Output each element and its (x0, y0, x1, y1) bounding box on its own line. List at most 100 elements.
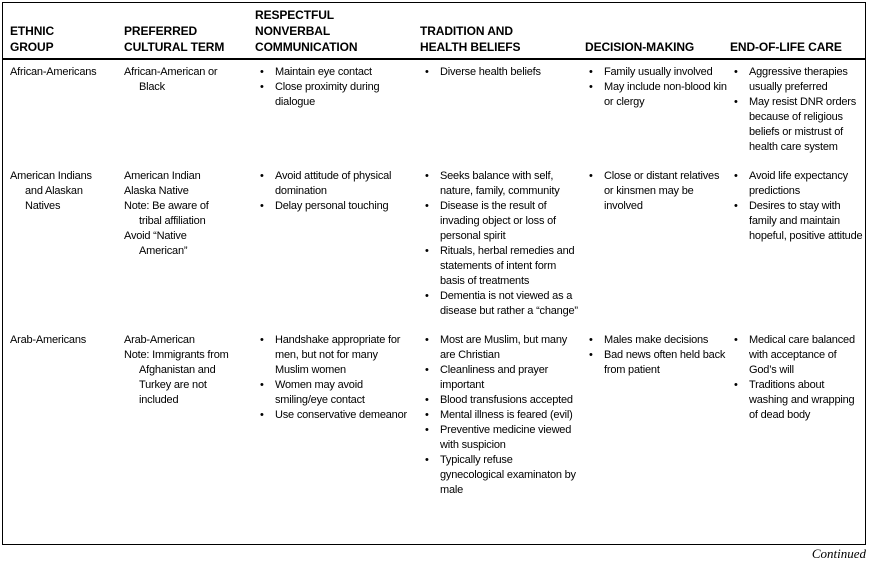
bullet-icon: • (425, 245, 429, 257)
bullet-item: • Handshake appropriate for men, but not … (260, 333, 413, 378)
table-row-american-indians-alaskan-natives: American Indians and Alaskan Natives Amer… (3, 169, 865, 319)
cell-ethnic-group: African-Americans (3, 65, 122, 155)
column-header-respectful-nonverbal-communication: RESPECTFUL NONVERBAL COMMUNICATION (255, 8, 358, 54)
bullet-icon: • (734, 334, 738, 346)
text-line: African-Americans (10, 66, 97, 78)
bullet-icon: • (589, 334, 593, 346)
text-line: Note: Be aware of tribal affiliation (124, 200, 209, 227)
bullet-icon: • (260, 334, 264, 346)
cell-nonverbal-communication: •Avoid attitude of physical domination• D… (254, 169, 419, 319)
table-header: ETHNIC GROUP PREFERRED CULTURAL TERM RES… (3, 3, 865, 60)
bullet-item: • Seeks balance with self, nature, family… (425, 169, 578, 199)
bullet-text: Disease is the result of invading object… (440, 200, 556, 242)
cell-nonverbal-communication: • Handshake appropriate for men, but not … (254, 333, 419, 498)
cell-health-beliefs: • Most are Muslim, but many are Christian… (419, 333, 584, 498)
bullet-text: Traditions about washing and wrapping of… (749, 379, 855, 421)
bullet-text: Delay personal touching (275, 200, 389, 212)
bullet-icon: • (425, 409, 429, 421)
bullet-icon: • (425, 394, 429, 406)
bullet-item: • Blood transfusions accepted (425, 393, 578, 408)
bullet-item: • Preventive medicine viewed with suspici… (425, 423, 578, 453)
column-header-ethnic-group: ETHNIC GROUP (10, 24, 55, 54)
bullet-item: •Aggressive therapies usually preferred (734, 65, 863, 95)
cell-health-beliefs: • Seeks balance with self, nature, family… (419, 169, 584, 319)
bullet-text: Rituals, herbal remedies and statements … (440, 245, 575, 287)
bullet-item: •May include non-blood kin or clergy (589, 80, 727, 110)
cell-ethnic-group: American Indians and Alaskan Natives (3, 169, 122, 319)
bullet-text: Diverse health beliefs (440, 66, 541, 78)
bullet-icon: • (425, 364, 429, 376)
bullet-text: Most are Muslim, but many are Christian (440, 334, 568, 361)
bullet-icon: • (425, 334, 429, 346)
column-header-preferred-cultural-term: PREFERRED CULTURAL TERM (124, 24, 225, 54)
table-row-african-americans: African-Americans African-American or Bla… (3, 65, 865, 155)
bullet-icon: • (425, 454, 429, 466)
bullet-item: • Family usually involved (589, 65, 727, 80)
column-header-decision-making: DECISION-MAKING (585, 40, 695, 54)
column-header-tradition-and-health-beliefs: TRADITION AND HEALTH BELIEFS (420, 24, 521, 54)
bullet-text: Seeks balance with self, nature, family,… (440, 170, 560, 197)
cell-health-beliefs: • Diverse health beliefs (419, 65, 584, 155)
cell-end-of-life-care: •Aggressive therapies usually preferred•… (729, 65, 865, 155)
bullet-text: Close or distant relatives or kinsmen ma… (604, 170, 720, 212)
bullet-icon: • (734, 96, 738, 108)
bullet-icon: • (425, 170, 429, 182)
bullet-icon: • (260, 200, 264, 212)
text-line: Avoid “Native American” (124, 230, 188, 257)
bullet-icon: • (425, 66, 429, 78)
bullet-icon: • (589, 170, 593, 182)
bullet-item: •Mental illness is feared (evil) (425, 408, 578, 423)
bullet-item: • Avoid life expectancy predictions (734, 169, 863, 199)
cell-decision-making: •Males make decisions• Bad news often hel… (584, 333, 729, 498)
bullet-item: •Use conservative demeanor (260, 408, 413, 423)
cell-ethnic-group: Arab-Americans (3, 333, 122, 498)
bullet-item: •Avoid attitude of physical domination (260, 169, 413, 199)
bullet-text: Typically refuse gynecological examinato… (440, 454, 576, 496)
bullet-item: •Cleanliness and prayer important (425, 363, 578, 393)
bullet-text: Use conservative demeanor (275, 409, 407, 421)
bullet-item: • Typically refuse gynecological examinat… (425, 453, 578, 498)
bullet-text: Blood transfusions accepted (440, 394, 573, 406)
bullet-text: Preventive medicine viewed with suspicio… (440, 424, 572, 451)
bullet-text: Bad news often held back from patient (604, 349, 726, 376)
text-line: American Indians and Alaskan Natives (10, 170, 92, 212)
bullet-icon: • (260, 170, 264, 182)
cell-end-of-life-care: • Avoid life expectancy predictions • Desir… (729, 169, 865, 319)
bullet-item: • Diverse health beliefs (425, 65, 578, 80)
text-line: Note: Immigrants from Afghanistan and Tu… (124, 349, 229, 406)
bullet-text: Desires to stay with family and maintain… (749, 200, 863, 242)
table-body: African-Americans African-American or Bla… (3, 60, 865, 498)
bullet-item: • Bad news often held back from patient (589, 348, 727, 378)
bullet-item: • Most are Muslim, but many are Christian (425, 333, 578, 363)
cell-decision-making: • Family usually involved •May include non… (584, 65, 729, 155)
bullet-icon: • (425, 200, 429, 212)
bullet-icon: • (734, 379, 738, 391)
bullet-icon: • (734, 200, 738, 212)
bullet-text: Avoid life expectancy predictions (749, 170, 848, 197)
bullet-item: • Close or distant relatives or kinsmen m… (589, 169, 727, 214)
ethnic-groups-care-table: ETHNIC GROUP PREFERRED CULTURAL TERM RES… (2, 2, 866, 545)
cell-preferred-cultural-term: African-American or Black (122, 65, 254, 155)
bullet-icon: • (425, 424, 429, 436)
bullet-icon: • (589, 349, 593, 361)
bullet-text: Family usually involved (604, 66, 713, 78)
bullet-item: • Desires to stay with family and maintai… (734, 199, 863, 244)
bullet-icon: • (734, 66, 738, 78)
text-line: African-American or Black (124, 66, 218, 93)
text-line: Alaska Native (124, 185, 189, 197)
bullet-text: Women may avoid smiling/eye contact (275, 379, 365, 406)
cell-nonverbal-communication: •Maintain eye contact•Close proximity du… (254, 65, 419, 155)
bullet-text: Handshake appropriate for men, but not f… (275, 334, 401, 376)
bullet-item: •Dementia is not viewed as a disease but… (425, 289, 578, 319)
bullet-item: •Males make decisions (589, 333, 727, 348)
bullet-item: •Women may avoid smiling/eye contact (260, 378, 413, 408)
bullet-icon: • (260, 66, 264, 78)
cell-end-of-life-care: •Medical care balanced with acceptance o… (729, 333, 865, 498)
bullet-text: Close proximity during dialogue (275, 81, 380, 108)
bullet-icon: • (734, 170, 738, 182)
bullet-item: • Disease is the result of invading objec… (425, 199, 578, 244)
bullet-icon: • (589, 66, 593, 78)
